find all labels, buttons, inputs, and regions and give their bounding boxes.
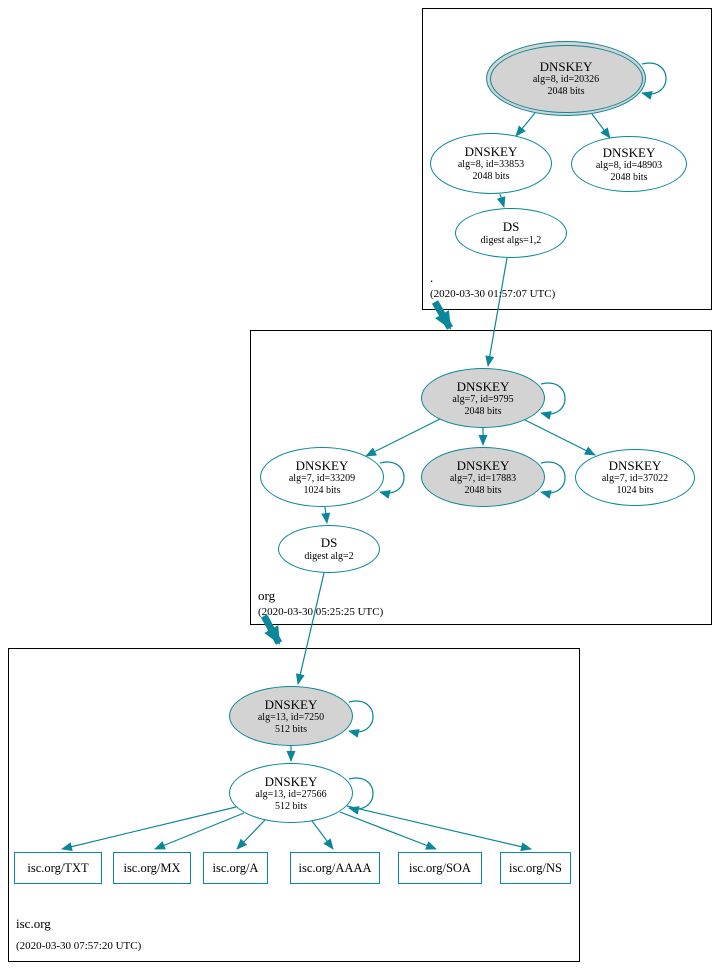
self-loop-root-ksk <box>641 62 667 100</box>
node-title: DNSKEY <box>456 378 510 394</box>
rrset-node-a: isc.org/A <box>203 852 268 884</box>
edge-root-zsk-to-ds <box>496 193 506 208</box>
dnskey-node-isc-zsk: DNSKEY alg=13, id=27566 512 bits <box>229 763 353 823</box>
node-meta: alg=13, id=7250 <box>257 711 325 723</box>
ds-node-root: DS digest algs=1,2 <box>455 208 567 258</box>
rrset-node-soa: isc.org/SOA <box>398 852 482 884</box>
edge-org-ksk-to-key4 <box>524 419 596 456</box>
node-bits: 2048 bits <box>464 484 502 496</box>
node-meta: alg=8, id=20326 <box>532 74 600 86</box>
node-title: DS <box>320 535 338 551</box>
edge-org-ds-to-isc-ksk <box>295 572 325 685</box>
rrset-node-ns: isc.org/NS <box>500 852 571 884</box>
node-title: DNSKEY <box>464 144 518 160</box>
dnskey-node-org-key4: DNSKEY alg=7, id=37022 1024 bits <box>575 449 695 506</box>
node-meta: digest algs=1,2 <box>480 234 542 246</box>
dnskey-node-org-key3: DNSKEY alg=7, id=17883 2048 bits <box>421 447 545 507</box>
node-meta: alg=7, id=17883 <box>449 472 517 484</box>
self-loop-org-ksk <box>540 382 566 420</box>
zone-label-root: . <box>430 270 434 285</box>
node-bits: 512 bits <box>275 723 307 735</box>
zone-label-org: org <box>258 588 276 603</box>
dnskey-node-isc-ksk: DNSKEY alg=13, id=7250 512 bits <box>229 686 353 746</box>
rrset-node-aaaa: isc.org/AAAA <box>290 852 380 884</box>
node-bits: 512 bits <box>275 800 307 812</box>
dnskey-node-root-zsk: DNSKEY alg=8, id=33853 2048 bits <box>430 133 552 194</box>
self-loop-org-key3 <box>540 461 566 499</box>
node-meta: alg=13, id=27566 <box>255 788 327 800</box>
self-loop-isc-ksk <box>348 700 374 738</box>
node-meta: alg=8, id=33853 <box>457 159 525 171</box>
zone-timestamp-isc-org: (2020-03-30 07:57:20 UTC) <box>16 940 142 952</box>
zone-box-root <box>422 8 712 310</box>
node-title: DNSKEY <box>602 144 656 160</box>
ds-node-org: DS digest alg=2 <box>278 525 380 573</box>
node-title: DNSKEY <box>456 457 510 473</box>
edge-root-ksk-to-key3 <box>591 113 611 139</box>
dnskey-node-org-ksk: DNSKEY alg=7, id=9795 2048 bits <box>421 368 545 428</box>
zone-box-isc-org <box>8 648 580 962</box>
node-bits: 2048 bits <box>472 171 510 183</box>
edge-root-ksk-to-zsk <box>515 112 536 137</box>
dnskey-node-org-zsk: DNSKEY alg=7, id=33209 1024 bits <box>260 447 384 507</box>
edge-isc-zsk-to-a <box>236 819 266 850</box>
edge-isc-zsk-to-aaaa <box>311 820 334 850</box>
node-title: DNSKEY <box>295 457 349 473</box>
edge-org-ksk-to-zsk <box>365 418 441 457</box>
delegation-arrow-org-to-isc <box>260 614 283 645</box>
node-meta: alg=7, id=33209 <box>288 472 356 484</box>
zone-label-isc-org: isc.org <box>16 916 51 931</box>
node-bits: 2048 bits <box>464 405 502 417</box>
edge-root-ds-to-org-ksk <box>485 257 508 367</box>
dnskey-node-root-ksk: DNSKEY alg=8, id=20326 2048 bits <box>486 41 646 116</box>
node-meta: digest alg=2 <box>304 550 354 562</box>
self-loop-org-zsk <box>379 461 405 499</box>
edge-isc-zsk-to-mx <box>154 812 245 850</box>
edge-isc-zsk-to-txt <box>61 806 237 852</box>
zone-timestamp-root: (2020-03-30 01:57:07 UTC) <box>430 288 556 300</box>
edge-isc-zsk-to-ns <box>346 805 532 852</box>
edge-isc-zsk-to-soa <box>339 811 437 850</box>
node-meta: alg=7, id=37022 <box>601 473 669 485</box>
rrset-node-mx: isc.org/MX <box>113 852 191 884</box>
dnskey-node-root-key3: DNSKEY alg=8, id=48903 2048 bits <box>571 136 687 192</box>
zone-timestamp-org: (2020-03-30 05:25:25 UTC) <box>258 606 384 618</box>
node-title: DNSKEY <box>264 696 318 712</box>
node-title: DNSKEY <box>539 59 593 75</box>
node-meta: alg=8, id=48903 <box>595 159 663 171</box>
node-title: DNSKEY <box>608 458 662 474</box>
node-bits: 2048 bits <box>610 171 648 183</box>
node-bits: 1024 bits <box>303 484 341 496</box>
node-bits: 2048 bits <box>547 86 585 98</box>
zone-box-org <box>250 330 712 625</box>
node-bits: 1024 bits <box>616 485 654 497</box>
edge-org-zsk-to-ds <box>321 506 331 524</box>
rrset-node-txt: isc.org/TXT <box>14 852 102 884</box>
node-meta: alg=7, id=9795 <box>452 393 514 405</box>
node-title: DS <box>502 219 520 235</box>
node-title: DNSKEY <box>264 773 318 789</box>
delegation-arrow-root-to-org <box>431 300 454 330</box>
